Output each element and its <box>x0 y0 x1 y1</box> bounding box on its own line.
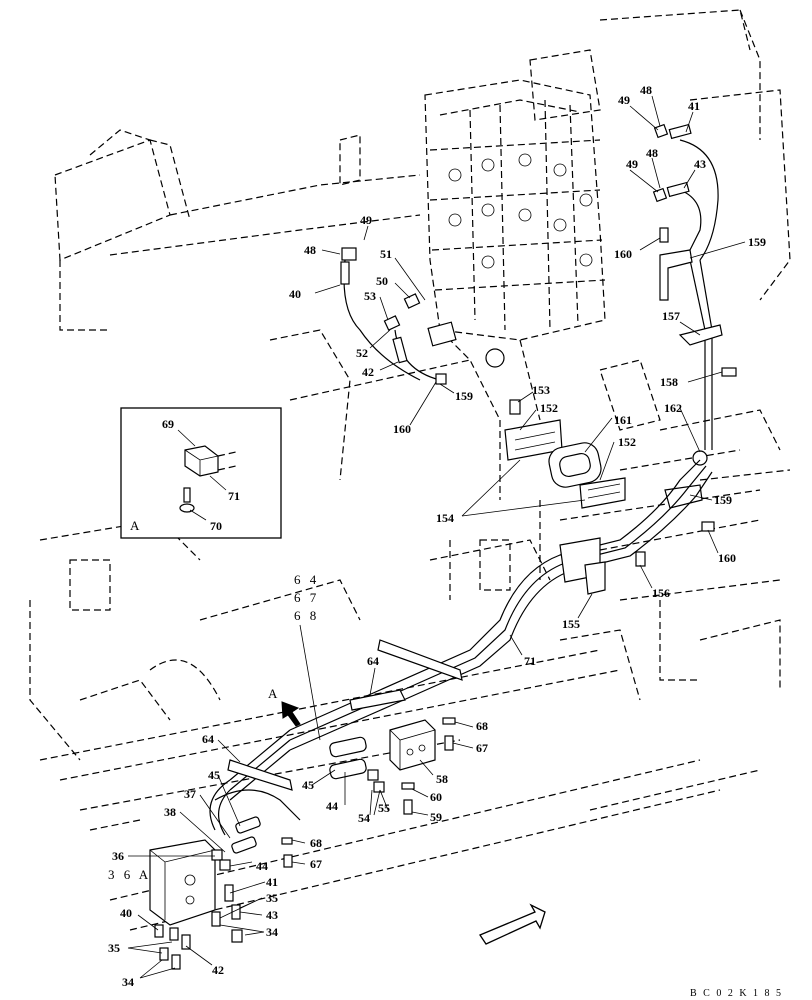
callout-48: 48 <box>304 243 316 257</box>
fittings-upper-right <box>652 123 737 466</box>
callout-41: 41 <box>688 99 700 113</box>
callout-52: 52 <box>356 346 368 360</box>
inset-callout-70: 70 <box>210 519 222 533</box>
callout-53: 53 <box>364 289 376 303</box>
callout-43: 43 <box>266 908 278 922</box>
callout-153: 153 <box>532 383 550 397</box>
group-label-68: 6 8 <box>294 608 319 623</box>
callout-60: 60 <box>430 790 442 804</box>
callout-45: 45 <box>208 768 220 782</box>
callout-154: 154 <box>436 511 454 525</box>
callout-40: 40 <box>120 906 132 920</box>
callout-162: 162 <box>664 401 682 415</box>
callout-160: 160 <box>718 551 736 565</box>
direction-arrow-icon <box>479 903 546 945</box>
callout-58: 58 <box>436 772 448 786</box>
callout-64: 64 <box>367 654 379 668</box>
callout-44: 44 <box>326 799 338 813</box>
callout-35: 35 <box>266 891 278 905</box>
callout-35: 35 <box>108 941 120 955</box>
callout-54: 54 <box>358 811 370 825</box>
callout-158: 158 <box>660 375 678 389</box>
detail-inset-a: 69 71 70 A <box>120 407 282 539</box>
leader-lines <box>127 95 746 979</box>
callout-68: 68 <box>476 719 488 733</box>
hoses-44-45 <box>214 736 385 868</box>
callout-51: 51 <box>380 247 392 261</box>
callout-44: 44 <box>256 859 268 873</box>
brackets-64 <box>227 639 463 791</box>
control-valve <box>424 79 606 421</box>
callout-152: 152 <box>540 401 558 415</box>
callout-55: 55 <box>378 801 390 815</box>
part-label-36a: 3 6 A <box>108 867 151 882</box>
callout-36: 36 <box>112 849 124 863</box>
callout-34: 34 <box>122 975 134 989</box>
callout-67: 67 <box>476 741 488 755</box>
callout-50: 50 <box>376 274 388 288</box>
callout-49: 49 <box>360 213 372 227</box>
group-label-67: 6 7 <box>294 590 319 605</box>
callout-68: 68 <box>310 836 322 850</box>
thin-labels: 6 4 6 7 6 8 A 3 6 A <box>108 572 319 882</box>
inset-view-letter: A <box>130 518 142 533</box>
motor-lower-left <box>149 839 243 970</box>
callout-34: 34 <box>266 925 278 939</box>
callout-42: 42 <box>362 365 374 379</box>
callout-71: 71 <box>524 654 536 668</box>
callout-157: 157 <box>662 309 680 323</box>
callout-41: 41 <box>266 875 278 889</box>
callout-156: 156 <box>652 586 670 600</box>
callout-43: 43 <box>694 157 706 171</box>
view-arrow-icon <box>281 701 301 727</box>
callout-49: 49 <box>626 157 638 171</box>
callout-labels: 41 48 49 48 49 43 159 160 49 48 51 50 40… <box>108 83 766 989</box>
callout-160: 160 <box>614 247 632 261</box>
clamps-mid <box>504 399 715 567</box>
fittings-upper-left <box>340 247 505 385</box>
hose-bundle <box>209 459 713 836</box>
view-arrow-letter: A <box>268 686 280 701</box>
callout-67: 67 <box>310 857 322 871</box>
callout-49: 49 <box>618 93 630 107</box>
callout-152: 152 <box>618 435 636 449</box>
callout-161: 161 <box>614 413 632 427</box>
callout-160: 160 <box>393 422 411 436</box>
inset-callout-69: 69 <box>162 417 174 431</box>
callout-45: 45 <box>302 778 314 792</box>
callout-64: 64 <box>202 732 214 746</box>
callout-59: 59 <box>430 810 442 824</box>
callout-42: 42 <box>212 963 224 977</box>
callout-159: 159 <box>714 493 732 507</box>
callout-159: 159 <box>455 389 473 403</box>
callout-159: 159 <box>748 235 766 249</box>
valve-block-58 <box>389 717 456 815</box>
callout-155: 155 <box>562 617 580 631</box>
group-label-64: 6 4 <box>294 572 319 587</box>
drawing-code: B C 0 2 K 1 8 5 <box>690 988 783 999</box>
callout-48: 48 <box>640 83 652 97</box>
callout-40: 40 <box>289 287 301 301</box>
inset-callout-71: 71 <box>228 489 240 503</box>
callout-37: 37 <box>184 787 196 801</box>
callout-38: 38 <box>164 805 176 819</box>
callout-48: 48 <box>646 146 658 160</box>
